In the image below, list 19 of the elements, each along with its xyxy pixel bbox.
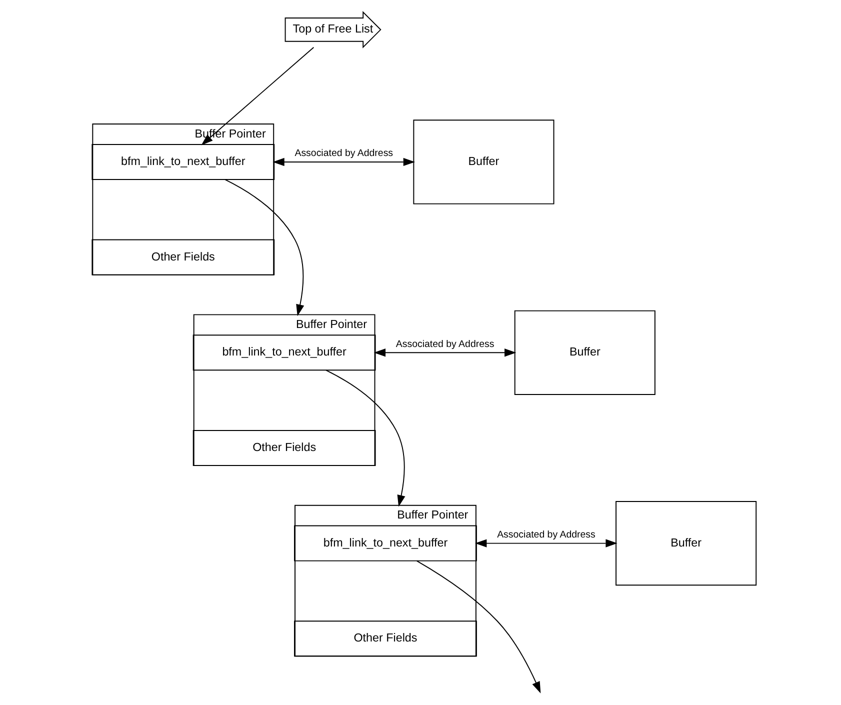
node-box: bfm_link_to_next_buffer — [192, 334, 376, 371]
arrow — [416, 560, 541, 694]
node-box: Other Fields — [192, 430, 376, 466]
arrow — [201, 46, 314, 146]
edge-label: Associated by Address — [396, 338, 494, 350]
node-box: bfm_link_to_next_buffer — [294, 525, 477, 562]
node-box: bfm_link_to_next_buffer — [92, 144, 275, 180]
arrow — [326, 370, 406, 507]
node-box: Buffer — [616, 500, 757, 586]
arrow — [374, 348, 516, 357]
arrow — [224, 179, 304, 316]
node-box: Other Fields — [294, 620, 477, 657]
node-box: Buffer — [514, 310, 656, 395]
node-box: Other Fields — [92, 239, 275, 276]
arrow — [475, 539, 618, 548]
node-box: Buffer — [413, 120, 554, 204]
edge-label: Associated by Address — [294, 148, 394, 160]
edge-label: Associated by Address — [497, 529, 596, 540]
arrow — [272, 158, 416, 166]
